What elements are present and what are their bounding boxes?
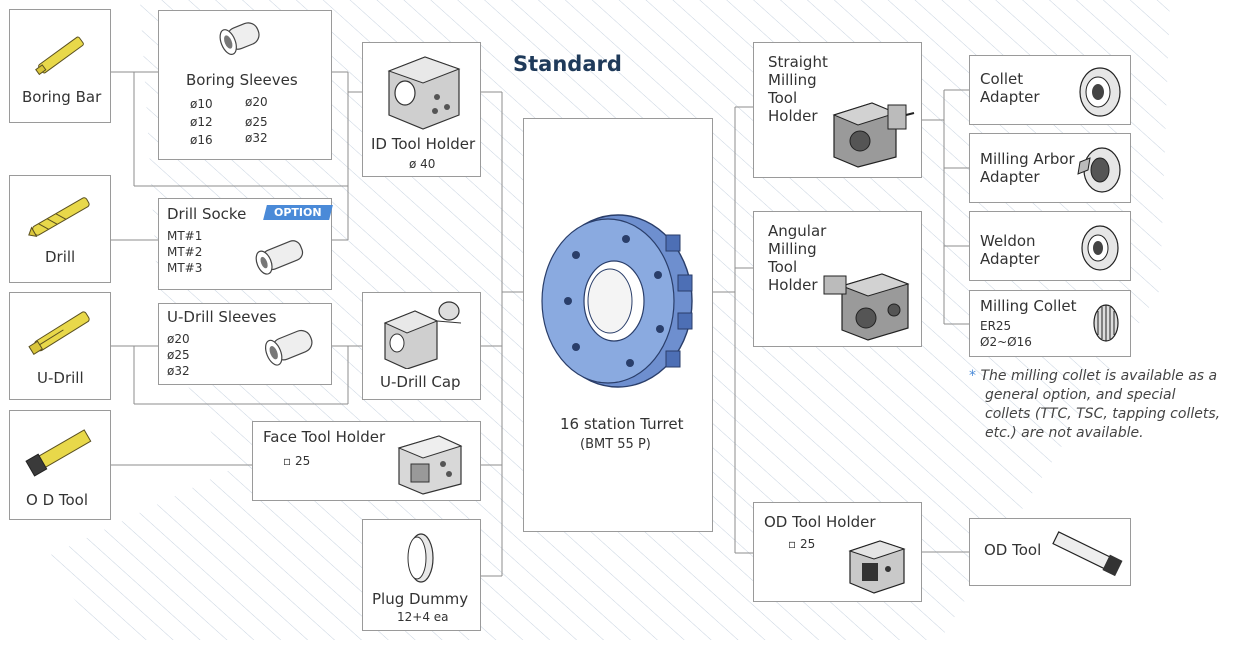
- od-tool-holder-icon: [848, 540, 906, 594]
- face-tool-holder-size: ▫ 25: [283, 454, 311, 468]
- milling-collet-note: * The milling collet is available as a g…: [969, 368, 1221, 441]
- u-drill-sleeves-box: U-Drill Sleeves ø20 ø25 ø32: [158, 303, 332, 385]
- drill-socket-label: Drill Socke: [167, 205, 247, 223]
- face-tool-holder-box: Face Tool Holder ▫ 25: [252, 421, 481, 501]
- u-drill-cap-icon: [383, 301, 462, 369]
- od-tool-right-label: OD Tool: [984, 541, 1042, 559]
- u-size-2: ø25: [167, 348, 190, 362]
- option-badge: OPTION: [263, 205, 333, 220]
- u-drill-label: U-Drill: [37, 369, 84, 387]
- u-size-1: ø20: [167, 332, 190, 346]
- angular-milling-holder-icon: [823, 273, 910, 341]
- boring-sleeves-label: Boring Sleeves: [186, 71, 298, 89]
- page-title: Standard: [513, 52, 622, 76]
- id-tool-holder-size: ø 40: [409, 157, 436, 171]
- milling-collet-spec: ER25: [980, 319, 1012, 333]
- boring-bar-icon: [35, 36, 84, 76]
- drill-socket-box: Drill Socke OPTION MT#1 MT#2 MT#3: [158, 198, 333, 290]
- drill-socket-icon: [255, 240, 304, 275]
- od-tool-holder-label: OD Tool Holder: [764, 513, 876, 531]
- milling-collet-box: Milling Collet ER25 Ø2~Ø16: [969, 290, 1131, 357]
- boring-size-3: ø16: [190, 133, 213, 147]
- boring-size-1: ø10: [190, 97, 213, 111]
- u-drill-box: U-Drill: [9, 292, 111, 400]
- turret-box: 16 station Turret (BMT 55 P): [523, 118, 713, 532]
- u-drill-sleeve-icon: [265, 329, 313, 366]
- milling-arbor-icon: [1077, 147, 1121, 193]
- u-size-3: ø32: [167, 364, 190, 378]
- face-tool-holder-icon: [397, 435, 463, 495]
- boring-size-6: ø32: [245, 131, 268, 145]
- mt-1: MT#1: [167, 229, 203, 243]
- straight-milling-holder-icon: [832, 102, 915, 168]
- milling-collet-icon: [1093, 304, 1119, 342]
- boring-sleeves-box: Boring Sleeves ø10 ø12 ø16 ø20 ø25 ø32: [158, 10, 332, 160]
- u-drill-sleeves-label: U-Drill Sleeves: [167, 308, 277, 326]
- mt-2: MT#2: [167, 245, 203, 259]
- od-tool-holder-box: OD Tool Holder ▫ 25: [753, 502, 922, 602]
- id-tool-holder-icon: [387, 56, 461, 130]
- drill-label: Drill: [45, 248, 76, 266]
- plug-dummy-qty: 12+4 ea: [397, 610, 449, 624]
- milling-collet-label: Milling Collet: [980, 297, 1077, 315]
- boring-size-4: ø20: [245, 95, 268, 109]
- turret-model: (BMT 55 P): [580, 437, 651, 452]
- od-tool-right-icon: [1052, 531, 1123, 577]
- od-tool-right-box: OD Tool: [969, 518, 1131, 586]
- face-tool-holder-label: Face Tool Holder: [263, 428, 386, 446]
- milling-collet-range: Ø2~Ø16: [980, 335, 1032, 349]
- boring-bar-box: Boring Bar: [9, 9, 111, 123]
- od-tool-holder-size: ▫ 25: [788, 537, 816, 551]
- boring-size-2: ø12: [190, 115, 213, 129]
- boring-sleeve-icon: [219, 22, 260, 55]
- boring-size-5: ø25: [245, 115, 268, 129]
- mt-3: MT#3: [167, 261, 203, 275]
- turret-label: 16 station Turret: [560, 415, 684, 433]
- plug-dummy-box: Plug Dummy 12+4 ea: [362, 519, 481, 631]
- id-tool-holder-box: ID Tool Holder ø 40: [362, 42, 481, 177]
- od-tool-icon: [25, 429, 92, 477]
- od-tool-left-label: O D Tool: [26, 491, 89, 509]
- drill-box: Drill: [9, 175, 111, 283]
- u-drill-icon: [28, 311, 90, 355]
- collet-adapter-icon: [1079, 67, 1121, 117]
- drill-icon: [28, 197, 90, 238]
- weldon-adapter-icon: [1081, 225, 1119, 271]
- plug-dummy-label: Plug Dummy: [372, 590, 469, 608]
- boring-bar-label: Boring Bar: [22, 88, 102, 106]
- turret-icon: [541, 214, 693, 388]
- id-tool-holder-label: ID Tool Holder: [371, 135, 476, 153]
- plug-dummy-icon: [407, 533, 434, 583]
- od-tool-left-box: O D Tool: [9, 410, 111, 520]
- u-drill-cap-box: U-Drill Cap: [362, 292, 481, 400]
- u-drill-cap-label: U-Drill Cap: [380, 373, 461, 391]
